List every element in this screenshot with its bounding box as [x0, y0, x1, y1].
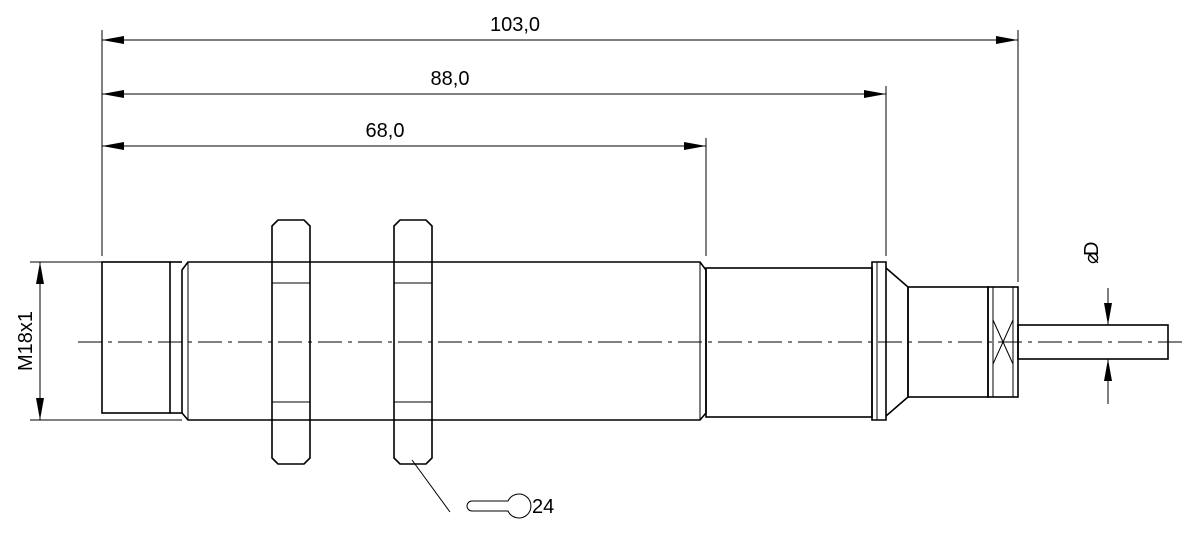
- dimension-thread-length: 68,0: [366, 120, 405, 142]
- wrench-size: 24: [532, 496, 554, 518]
- cable: [1017, 324, 1169, 360]
- wrench-icon: [466, 493, 532, 519]
- wrench-leader-line: [411, 459, 451, 513]
- arrow-103-left: [102, 36, 124, 44]
- dimension-overall-length: 103,0: [490, 14, 540, 36]
- lock-nut-2: [393, 219, 433, 465]
- dimension-thread-size: M18x1: [15, 311, 37, 371]
- dimension-body-length: 88,0: [431, 68, 470, 90]
- arrow-cable-top: [1104, 303, 1112, 325]
- gland-cross: [992, 319, 1014, 365]
- dimension-cable-diameter: D: [1081, 242, 1103, 256]
- lock-nut-1: [271, 219, 311, 465]
- threaded-body: [181, 261, 707, 421]
- collar: [871, 261, 887, 421]
- arrow-103-right: [996, 36, 1018, 44]
- arrow-68-left: [102, 142, 124, 150]
- arrow-88-right: [864, 90, 886, 98]
- arrow-88-left: [102, 90, 124, 98]
- diameter-symbol: ⌀: [1081, 252, 1103, 264]
- arrow-thread-bottom: [36, 398, 44, 420]
- arrow-68-right: [684, 142, 706, 150]
- sensor-head: [101, 261, 171, 414]
- arrow-thread-top: [36, 262, 44, 284]
- arrow-cable-bottom: [1104, 359, 1112, 381]
